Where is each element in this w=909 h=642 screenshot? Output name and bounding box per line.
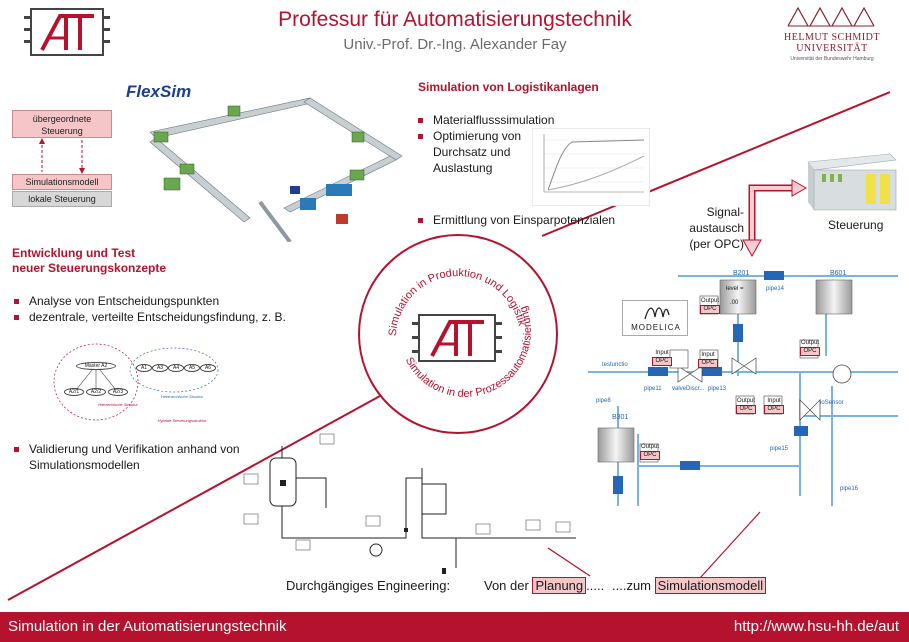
flexsim-logo: FlexSim [126,82,192,101]
development-bullet-3: Validierung und Verifikation anhand von … [14,441,294,473]
signal-arrows [742,179,808,258]
label-heterarchic: Heterarchische Struktur [160,394,203,399]
professur-logo [30,8,104,56]
at-logo-icon [40,14,94,51]
engineering-label: Durchgängiges Engineering: [286,578,451,593]
tank-label-b201: B201 [733,270,750,277]
agent-sub-1: A2/1 [64,388,84,396]
bullet-icon [14,447,19,452]
bullet-icon [14,299,19,304]
pid-planning-drawing [243,433,576,574]
logistics-bullet-3: Ermittlung von Einsparpotenzialen [418,212,638,228]
university-emblem-icon [787,6,875,27]
diagonal-lines [7,91,891,601]
testfunction-label: testunctio [602,362,628,368]
agent-peer-4: A5 [184,364,200,372]
footer-bar: Simulation in der Automatisierungstechni… [0,612,909,642]
university-name-line3: Universität der Bundeswehr Hamburg [790,56,874,62]
at-logo-icon [430,320,484,357]
logistics-heading: Simulation von Logistikanlagen [418,80,599,94]
university-name-line2: UNIVERSITÄT [796,43,868,54]
agent-master: Master A2 [76,362,116,370]
pipe11-label: pipe11 [644,386,662,392]
agent-structure-diagram: Master A2 A2/1 A2/2 A2/3 A1 A3 A4 A5 A6 … [52,340,220,432]
parent-control-box: übergeordnete Steuerung [12,110,112,138]
pipe8-label: pipe8 [596,398,611,404]
local-control-box: lokale Steuerung [12,191,112,207]
development-bullet-1: Analyse von Entscheidungspunkten [14,293,314,309]
valve-label: valveDiscr... [672,386,705,392]
tank-label-b601: B601 [830,270,847,277]
level-value: .00 [730,300,739,306]
level-label: level = [726,286,744,292]
logistics-bullet-1: Materialflusssimulation [418,112,554,128]
pipe15-label: pipe15 [770,446,789,452]
label-hybrid: Hybride Steuerungsstruktur [157,418,207,423]
bullet-icon [418,118,423,123]
page-subtitle: Univ.-Prof. Dr.-Ing. Alexander Fay [343,36,567,53]
development-bullet-2: dezentrale, verteilte Entscheidungsfindu… [14,309,304,325]
tank-label-b301: B301 [612,414,629,421]
to-simulation-label: ....zum Simulationsmodell [612,577,767,594]
university-logo: HELMUT SCHMIDT UNIVERSITÄT Universität d… [772,2,892,62]
modelica-process-model [588,271,898,506]
throughput-plot [532,128,650,206]
simulation-model-box: Simulationsmodell [12,174,112,190]
plc-controller-image [807,153,897,211]
agent-peer-2: A3 [152,364,168,372]
agent-peer-1: A1 [136,364,152,372]
development-heading: Entwicklung und Test neuer Steuerungskon… [12,246,167,275]
pipe14-label: pipe14 [766,286,785,292]
page-title: Professur für Automatisierungstechnik [278,8,632,31]
agent-sub-3: A2/3 [108,388,128,396]
logistics-bullet-2: Optimierung von Durchsatz und Auslastung [418,128,526,176]
label-hierarchic: Hierarchische Struktur [98,402,138,407]
agent-peer-5: A6 [200,364,216,372]
university-name-line1: HELMUT SCHMIDT [784,32,880,43]
agent-peer-3: A4 [168,364,184,372]
agent-diagram-lines [53,343,219,421]
io-sensor-label: ioSensor [820,400,844,406]
logistics-3d-model [149,97,403,242]
from-planning-label: Von der Planung..... [484,577,605,594]
control-arrows [39,138,85,174]
footer-title: Simulation in der Automatisierungstechni… [8,618,287,635]
footer-url-link[interactable]: http://www.hsu-hh.de/aut [733,618,899,635]
modelica-emblem-icon [644,307,670,320]
agent-sub-2: A2/2 [86,388,106,396]
pipe13-label: pipe13 [708,386,727,392]
bullet-icon [418,218,423,223]
center-at-logo [418,314,496,362]
modelica-logo: MODELICA [622,300,688,336]
bullet-icon [14,315,19,320]
signal-exchange-label: Signal- austausch (per OPC) [689,205,744,251]
controller-label: Steuerung [828,218,884,232]
pipe16-label: pipe16 [840,486,859,492]
bullet-icon [418,134,423,139]
